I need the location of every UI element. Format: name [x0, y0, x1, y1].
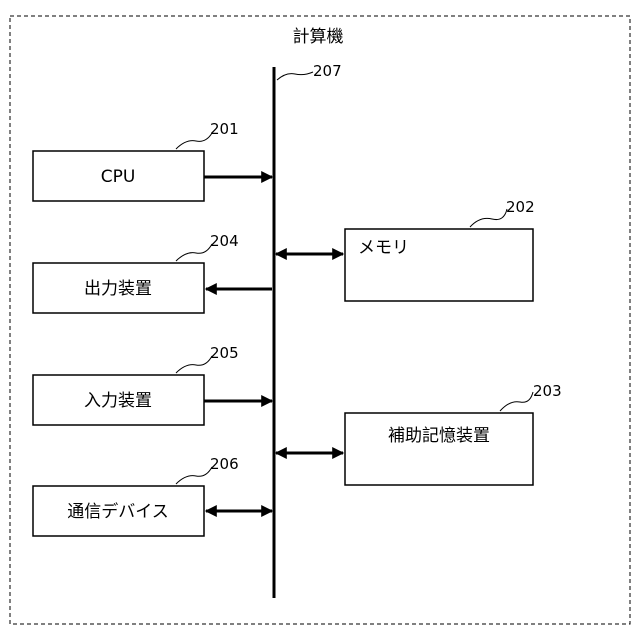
output-device-ref-number: 204 [210, 232, 239, 250]
aux-storage-ref-leader [500, 392, 533, 411]
aux-storage-label: 補助記憶装置 [388, 426, 490, 446]
memory-block: メモリ 202 [276, 198, 535, 301]
cpu-ref-leader [176, 133, 212, 149]
comm-device-ref-leader [176, 467, 212, 484]
output-device-ref-leader [176, 244, 212, 261]
comm-device-ref-number: 206 [210, 455, 239, 473]
cpu-ref-number: 201 [210, 120, 239, 138]
memory-label: メモリ [358, 238, 409, 258]
bus-ref-leader [277, 72, 313, 80]
output-device-block: 出力装置 204 [33, 232, 272, 313]
cpu-block: CPU 201 [33, 120, 272, 201]
diagram-title: 計算機 [293, 27, 344, 47]
output-device-label: 出力装置 [84, 279, 152, 299]
memory-ref-number: 202 [506, 198, 535, 216]
memory-ref-leader [470, 209, 507, 227]
input-device-block: 入力装置 205 [33, 344, 272, 425]
bus-ref-number: 207 [313, 62, 342, 80]
aux-storage-ref-number: 203 [533, 382, 562, 400]
comm-device-block: 通信デバイス 206 [33, 455, 272, 536]
aux-storage-box [345, 413, 533, 485]
cpu-label: CPU [101, 167, 136, 187]
aux-storage-block: 補助記憶装置 203 [276, 382, 562, 485]
input-device-label: 入力装置 [84, 391, 152, 411]
input-device-ref-leader [176, 356, 212, 373]
comm-device-label: 通信デバイス [67, 501, 169, 522]
input-device-ref-number: 205 [210, 344, 239, 362]
